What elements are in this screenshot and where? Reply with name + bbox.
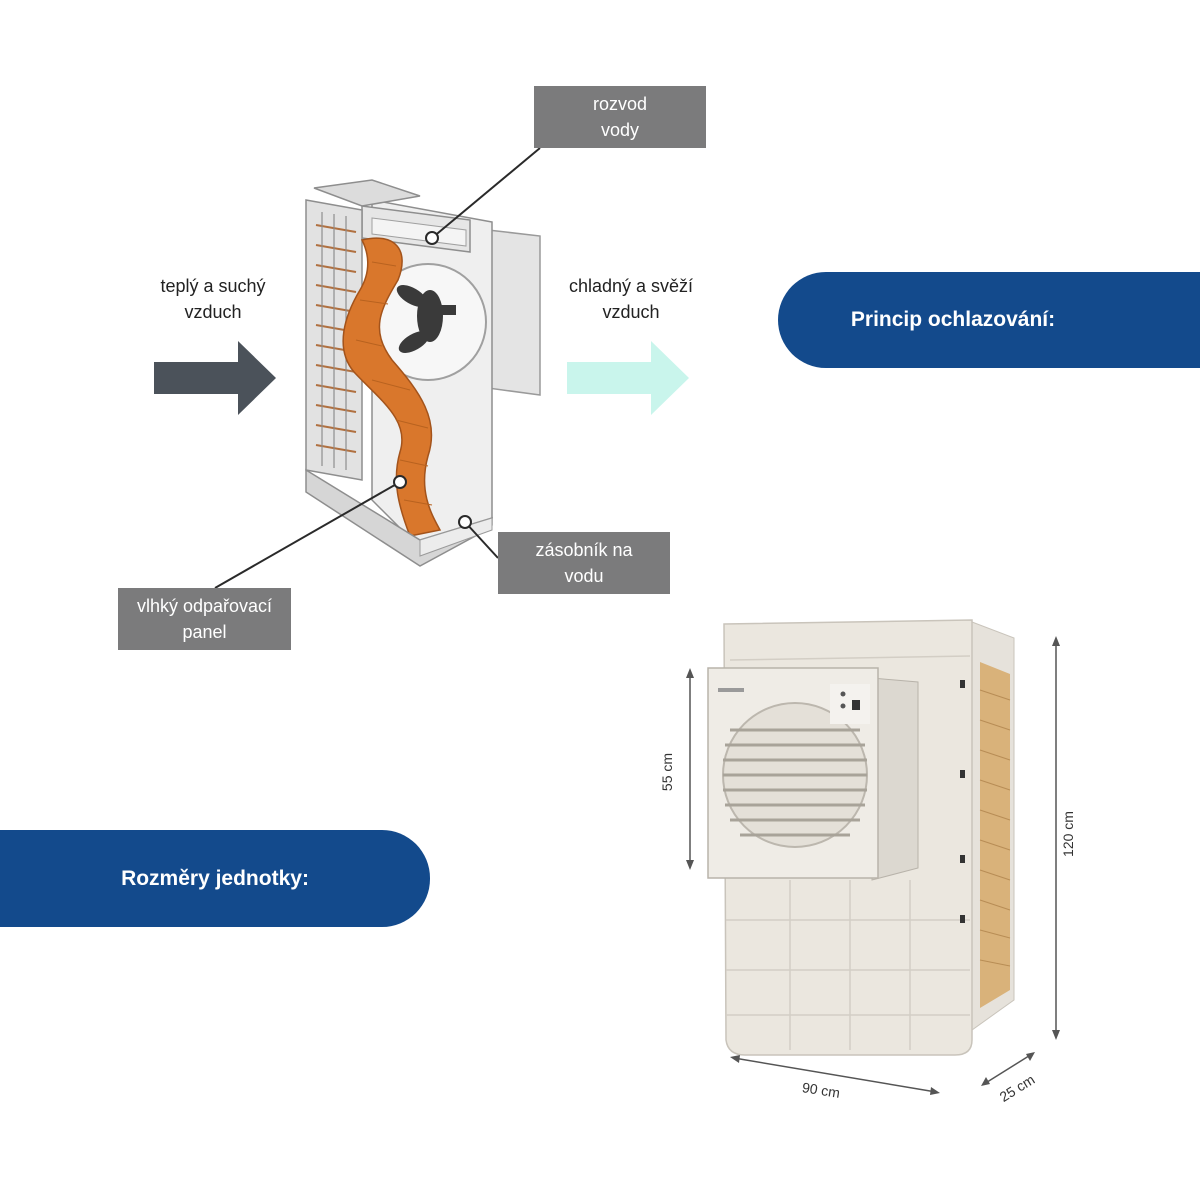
warm-air-arrow: [154, 341, 276, 415]
leader-line-water-tank: [464, 521, 499, 559]
callout-evaporative-pad-line1: vlhký odpařovací: [136, 596, 273, 616]
principle-heading: Princip ochlazování:: [850, 308, 1056, 331]
callout-water-tank: zásobník na vodu: [498, 532, 670, 594]
leader-line-water-distribution: [431, 147, 541, 239]
leader-line-evaporative-pad: [214, 481, 401, 589]
callout-water-distribution: rozvod vody: [534, 86, 706, 148]
cooler-unit-photo: [707, 619, 1015, 1056]
inlet-air-label-line1: teplý a suchý: [160, 276, 266, 296]
callout-water-tank-line1: zásobník na: [535, 540, 633, 560]
callout-water-distribution-line2: vody: [600, 120, 640, 140]
inlet-air-label: teplý a suchý vzduch: [133, 273, 293, 325]
callout-water-tank-line2: vodu: [564, 566, 604, 586]
leader-dot-evaporative-pad: [393, 475, 407, 489]
callout-evaporative-pad: vlhký odpařovací panel: [118, 588, 291, 650]
cool-air-arrow: [567, 341, 689, 415]
principle-heading-pill: Princip ochlazování:: [778, 272, 1200, 368]
outlet-air-label-line2: vzduch: [602, 302, 660, 322]
dimensions-heading: Rozměry jednotky:: [121, 866, 309, 890]
fan-height-label: 55 cm: [659, 752, 676, 792]
dimension-lines: [686, 636, 1060, 1095]
leader-dot-water-tank: [458, 515, 472, 529]
dimensions-heading-pill: Rozměry jednotky:: [0, 830, 430, 927]
cooler-cutaway-illustration: [305, 179, 541, 567]
inlet-air-label-line2: vzduch: [184, 302, 242, 322]
outlet-air-label-line1: chladný a svěží: [568, 276, 694, 296]
total-height-label: 120 cm: [1059, 811, 1076, 857]
callout-evaporative-pad-line2: panel: [182, 622, 227, 642]
leader-dot-water-distribution: [425, 231, 439, 245]
callout-water-distribution-line1: rozvod: [592, 94, 648, 114]
outlet-air-label: chladný a svěží vzduch: [551, 273, 711, 325]
